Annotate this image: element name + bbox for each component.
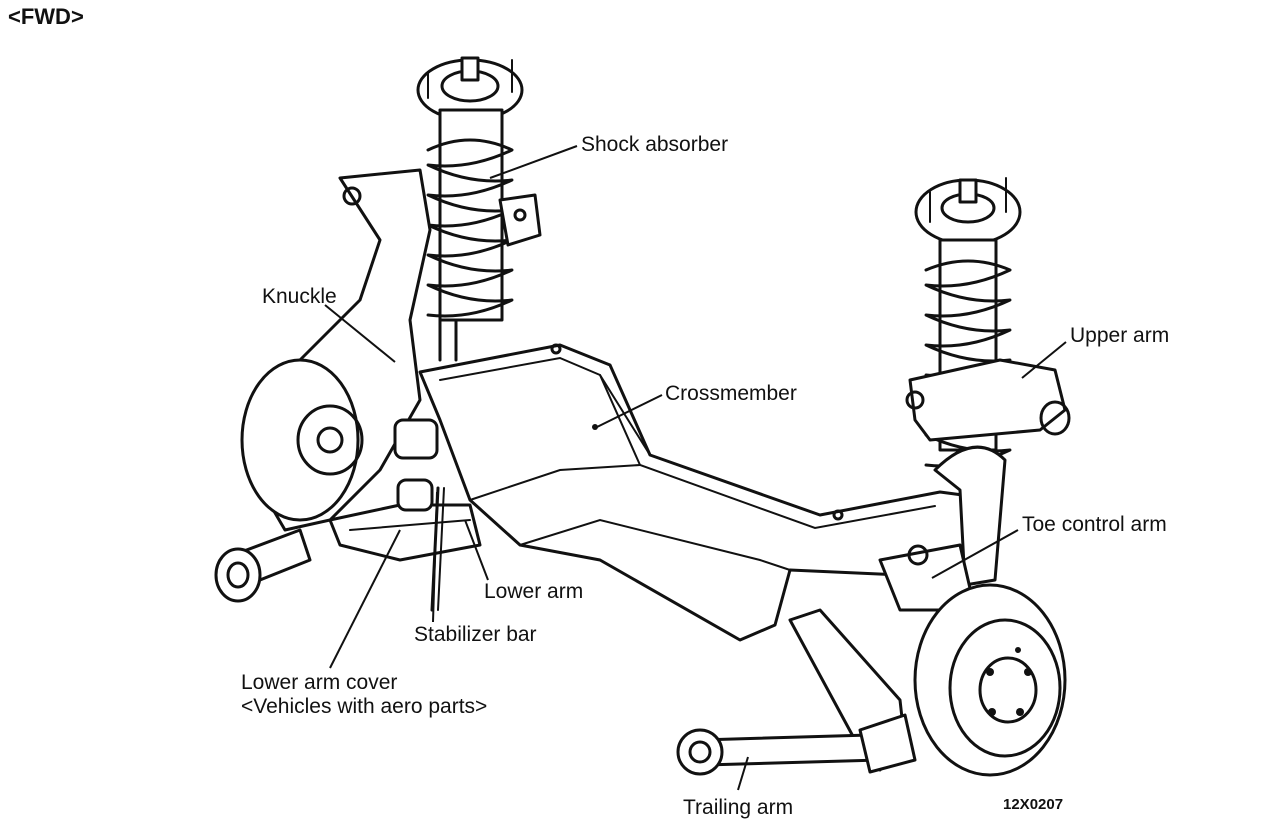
diagram-heading: <FWD>	[8, 4, 84, 29]
toe-control-arm-part	[878, 445, 1007, 612]
label-lower-arm-cover-note: <Vehicles with aero parts>	[241, 695, 488, 718]
right-hub-part	[913, 583, 1067, 777]
leader-toe-control-arm	[931, 529, 1019, 579]
knuckle-part	[240, 168, 542, 532]
left-tie-rod-part	[214, 528, 312, 603]
leader-lower-arm	[464, 519, 489, 581]
trailing-arm-part	[676, 608, 917, 776]
label-shock-absorber: Shock absorber	[581, 133, 729, 156]
leader-lower-arm-cover	[329, 529, 401, 669]
label-knuckle: Knuckle	[262, 285, 337, 308]
figure-code: 12X0207	[1003, 796, 1064, 813]
leader-lines	[324, 145, 1067, 791]
leader-knuckle	[324, 304, 396, 363]
leader-stabilizer-bar	[432, 491, 438, 623]
lower-arm-part	[328, 418, 482, 562]
label-toe-control-arm: Toe control arm	[1022, 513, 1167, 536]
label-crossmember: Crossmember	[665, 382, 797, 405]
label-upper-arm: Upper arm	[1070, 324, 1170, 347]
label-stabilizer-bar: Stabilizer bar	[414, 623, 537, 646]
upper-arm-part	[905, 358, 1071, 442]
label-trailing-arm: Trailing arm	[683, 796, 794, 819]
label-lower-arm-cover: Lower arm cover	[241, 671, 398, 694]
right-shock-absorber-part	[914, 177, 1022, 468]
label-lower-arm: Lower arm	[484, 580, 584, 603]
leader-crossmember	[596, 394, 663, 428]
leader-upper-arm	[1021, 341, 1067, 379]
leader-trailing-arm	[737, 756, 749, 791]
leader-shock-absorber	[489, 145, 578, 179]
